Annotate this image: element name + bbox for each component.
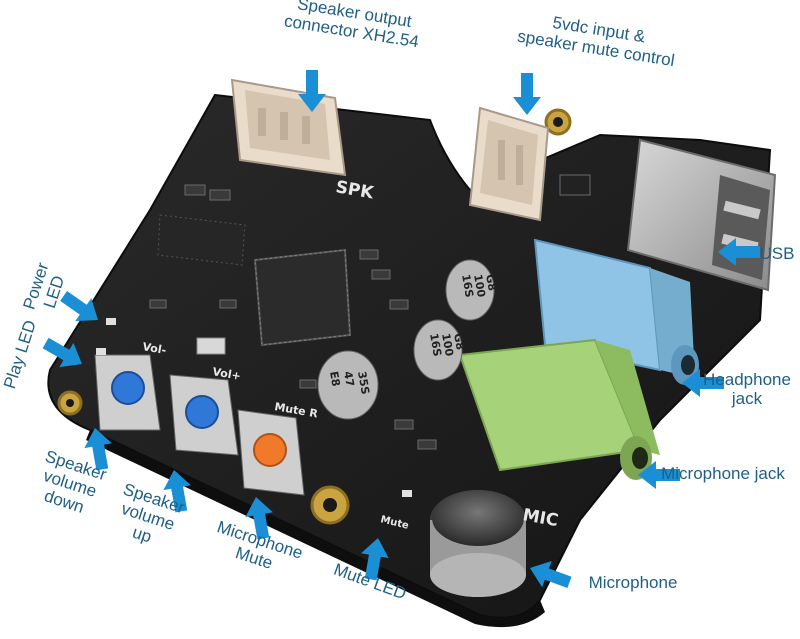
crystal [196,337,226,355]
smd-components [149,174,591,450]
cap1-line3: G8 [483,273,499,292]
headphone-jack-body [533,238,699,385]
volume-down-button [94,354,161,431]
cap3-line1: E8 [327,370,342,387]
label-microphone-jack: Microphone jack [661,464,785,483]
arrow-speaker-output [298,70,326,112]
main-chip [253,248,352,347]
arrow-microphone-mute [245,497,273,540]
arrow-microphone [530,561,572,589]
arrow-power-led [60,290,98,322]
capacitor-1: 16S 100 G8 [445,259,499,321]
capacitor-2: 16S 100 G8 [413,319,467,381]
power-connector [468,106,550,222]
speaker-connector [230,78,347,177]
cap1-line1: 16S [459,273,476,298]
play-led [96,348,106,355]
cap2-line1: 16S [427,332,444,357]
volume-up-button [169,374,239,456]
label-microphone: Microphone [588,573,678,592]
capacitor-3: E8 47 35S [317,350,379,420]
cap1-line2: 100 [471,273,488,298]
arrow-speaker-volume-up [163,470,191,513]
microphone-capsule [430,490,526,597]
microphone-jack-body [458,338,660,480]
arrow-5vdc-input [513,73,541,115]
cap3-line3: 35S [355,370,372,395]
mute-button [237,409,305,496]
arrow-headphone-jack [682,369,724,397]
cap3-line2: 47 [341,370,356,387]
label-usb: USB [759,244,795,263]
arrow-microphone-jack [638,461,680,489]
mute-led [402,490,412,497]
arrow-speaker-volume-down [84,428,112,471]
cap2-line2: 100 [439,332,456,357]
label-headphone-jack: Headphone jack [703,370,791,408]
arrow-mute-led [361,538,389,581]
arrow-play-led [42,337,82,368]
chip-small [157,214,246,266]
power-led [106,318,116,325]
arrow-usb [718,238,760,266]
cap2-line3: G8 [451,332,467,351]
silk-vol-plus: Vol+ [211,365,241,383]
silk-vol-minus: Vol- [141,340,167,357]
